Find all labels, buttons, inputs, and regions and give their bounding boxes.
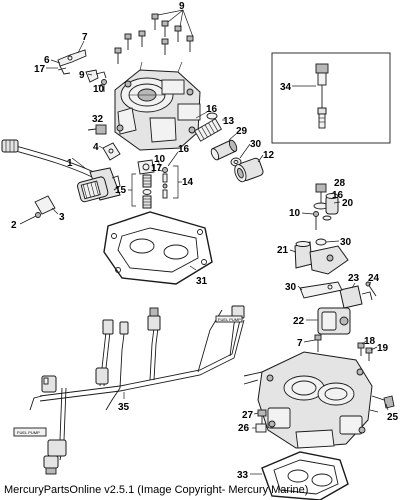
- copyright-notice: MercuryPartsOnline v2.5.1 (Image Copyrig…: [4, 484, 309, 496]
- bracket-and-screw-2-3: [19, 195, 59, 225]
- callout-34[interactable]: 34: [280, 82, 292, 93]
- callout-15[interactable]: 15: [115, 185, 127, 196]
- callout-14[interactable]: 14: [182, 177, 194, 188]
- callout-17[interactable]: 17: [151, 163, 163, 174]
- callout-16[interactable]: 16: [206, 104, 218, 115]
- callout-16[interactable]: 16: [332, 190, 344, 201]
- callout-4[interactable]: 4: [93, 142, 99, 153]
- callout-25[interactable]: 25: [387, 412, 399, 423]
- callout-1[interactable]: 1: [67, 158, 73, 169]
- idle-air-control-parts: [193, 111, 264, 183]
- screw-set-11: [114, 9, 194, 64]
- callout-5[interactable]: 6: [44, 55, 50, 66]
- injector-parts-group: [87, 124, 182, 209]
- callout-26[interactable]: 26: [238, 423, 250, 434]
- callout-18[interactable]: 18: [364, 336, 376, 347]
- callout-7[interactable]: 7: [297, 338, 303, 349]
- callout-35[interactable]: 35: [118, 402, 130, 413]
- callout-23[interactable]: 23: [348, 273, 360, 284]
- throttle-cable-assembly-1: [1, 139, 121, 203]
- callout-30[interactable]: 30: [250, 139, 262, 150]
- callout-32[interactable]: 32: [92, 114, 104, 125]
- wiring-harness-35: [13, 305, 245, 475]
- callout-2[interactable]: 2: [11, 220, 17, 231]
- callout-27[interactable]: 27: [242, 410, 254, 421]
- callout-28[interactable]: 28: [334, 178, 346, 189]
- throttle-body-gasket-31: [103, 211, 213, 285]
- callout-9[interactable]: 10: [93, 84, 105, 95]
- callout-17[interactable]: 17: [34, 64, 46, 75]
- callout-29[interactable]: 29: [236, 126, 248, 137]
- callout-22[interactable]: 22: [293, 316, 305, 327]
- callout-6[interactable]: 7: [82, 32, 88, 43]
- callout-20[interactable]: 20: [342, 198, 354, 209]
- callout-3[interactable]: 3: [59, 212, 65, 223]
- throttle-body-assembly: [114, 61, 201, 151]
- callout-16[interactable]: 16: [178, 144, 190, 155]
- throttle-position-sensor-22: [303, 307, 351, 352]
- fuel-pressure-regulator-parts: [289, 183, 349, 275]
- base-gasket-33: [250, 451, 349, 500]
- callout-24[interactable]: 24: [368, 273, 380, 284]
- callout-13[interactable]: 13: [223, 116, 235, 127]
- callout-31[interactable]: 31: [196, 276, 208, 287]
- screws-18-19: [357, 340, 378, 361]
- throttle-body-base: [243, 351, 395, 449]
- callout-11[interactable]: 9: [179, 1, 185, 12]
- fuel-injector-34: [271, 52, 391, 144]
- throttle-linkage-parts: [46, 40, 107, 92]
- callout-33[interactable]: 33: [237, 470, 249, 481]
- throttle-arm-bracket: [297, 281, 377, 309]
- harness-tag-label: FUEL PUMP: [17, 430, 40, 435]
- callout-30[interactable]: 30: [285, 282, 297, 293]
- callout-11[interactable]: 10: [289, 208, 301, 219]
- callout-10[interactable]: 10: [154, 154, 166, 165]
- callout-19[interactable]: 19: [377, 343, 389, 354]
- fittings-26-27: [252, 409, 267, 433]
- callout-12[interactable]: 12: [263, 150, 275, 161]
- callout-21[interactable]: 21: [277, 245, 289, 256]
- callout-30[interactable]: 30: [340, 237, 352, 248]
- callout-8[interactable]: 9: [79, 70, 85, 81]
- harness-tag-label: FUEL PUMP: [218, 317, 241, 322]
